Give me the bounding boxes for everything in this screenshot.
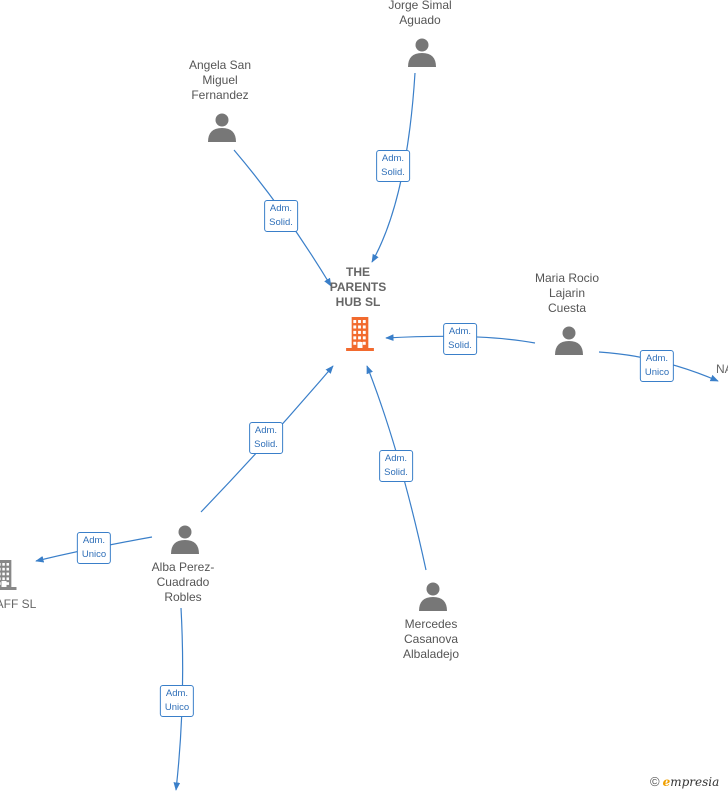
relation-badge-jorge-hub[interactable]: Adm. Solid. (376, 150, 410, 182)
node-label-mercedes[interactable]: Mercedes Casanova Albaladejo (402, 617, 460, 661)
building-icon[interactable] (0, 560, 17, 590)
node-label-na-company[interactable]: NA (716, 362, 728, 376)
relation-badge-angela-hub[interactable]: Adm. Solid. (264, 200, 298, 232)
person-icon[interactable] (208, 113, 236, 143)
relation-badge-alba-aff[interactable]: Adm. Unico (76, 532, 112, 564)
relation-badge-maria-hub[interactable]: Adm. Solid. (443, 323, 477, 355)
relation-badge-mercedes-hub[interactable]: Adm. Solid. (379, 450, 413, 482)
node-label-aff-company[interactable]: AFF SL (0, 597, 37, 611)
node-label-jorge[interactable]: Jorge Simal Aguado (388, 0, 452, 27)
relation-badge-alba-hub[interactable]: Adm. Solid. (249, 422, 283, 454)
person-icon[interactable] (419, 582, 447, 612)
brand-logo: empresia (662, 774, 720, 789)
person-icon[interactable] (171, 525, 199, 555)
copyright-symbol: © (650, 774, 660, 789)
relation-badge-alba-bottom[interactable]: Adm. Unico (159, 685, 195, 717)
node-label-angela[interactable]: Angela San Miguel Fernandez (188, 58, 252, 102)
node-label-parents-hub[interactable]: THE PARENTS HUB SL (329, 265, 387, 309)
building-icon[interactable] (346, 317, 374, 351)
watermark: © empresia (650, 774, 719, 789)
person-icon[interactable] (408, 38, 436, 68)
relation-badge-maria-na[interactable]: Adm. Unico (639, 350, 675, 382)
node-label-maria[interactable]: Maria Rocio Lajarin Cuesta (534, 271, 600, 315)
node-label-alba[interactable]: Alba Perez- Cuadrado Robles (151, 560, 215, 604)
person-icon[interactable] (555, 326, 583, 356)
edge-jorge-hub (371, 72, 416, 263)
